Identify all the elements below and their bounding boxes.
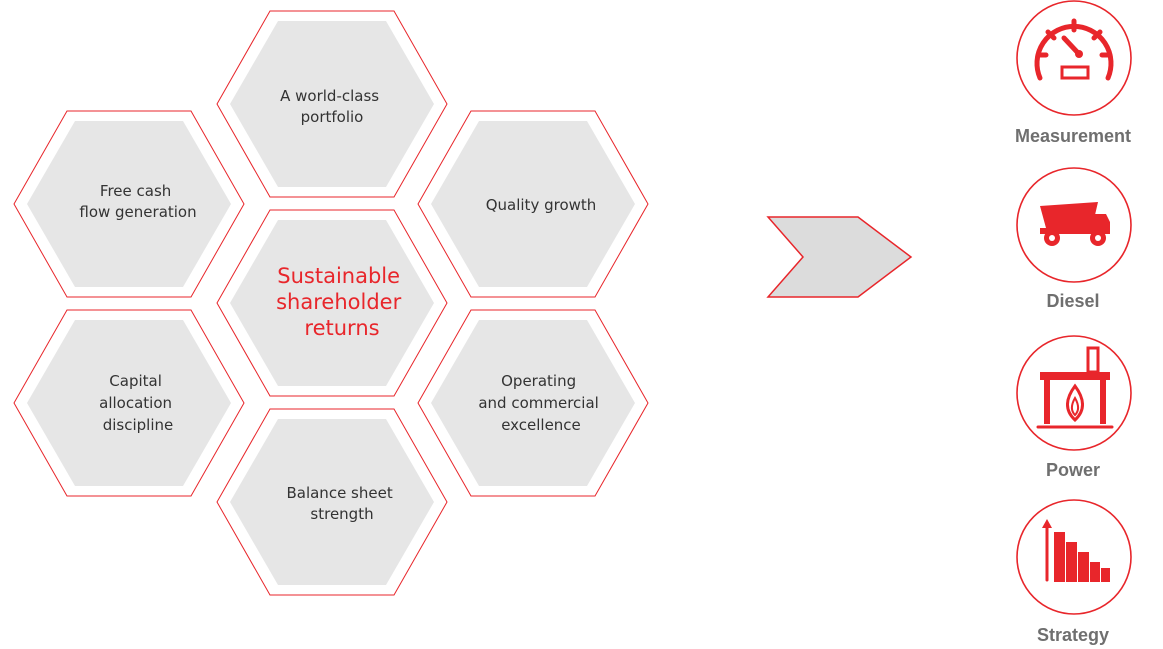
hex-free-cash-flow-line-1: Free cash bbox=[100, 182, 171, 200]
hex-quality-growth: Quality growth bbox=[417, 110, 649, 298]
svg-text:Balance sheet strength: Balance sheet strength bbox=[286, 484, 397, 523]
hex-free-cash-flow-line-2: flow generation bbox=[79, 203, 196, 221]
chevron-right-icon bbox=[766, 216, 913, 298]
hex-portfolio: A world-class portfolio bbox=[216, 10, 448, 198]
hex-operating-excellence-line-3: excellence bbox=[501, 416, 581, 434]
svg-text:A world-class portfolio: A world-class portfolio bbox=[280, 87, 384, 126]
icon-label-measurement: Measurement bbox=[1015, 126, 1131, 146]
icon-item-power: Power bbox=[1016, 335, 1132, 480]
svg-text:Free cash flow generatio: Free cash flow generation bbox=[79, 182, 196, 221]
hex-balance-sheet-line-1: Balance sheet bbox=[286, 484, 392, 502]
icon-label-diesel: Diesel bbox=[1046, 291, 1099, 311]
icon-item-measurement: Measurement bbox=[1015, 0, 1132, 146]
svg-text:Quality growth: Quality growth bbox=[486, 196, 597, 214]
icon-item-diesel: Diesel bbox=[1016, 167, 1132, 311]
hex-capital-allocation-line-1: Capital bbox=[109, 372, 162, 390]
hex-free-cash-flow: Free cash flow generation bbox=[13, 110, 245, 298]
icon-item-strategy: Strategy bbox=[1016, 499, 1132, 645]
hex-capital-allocation-line-2: allocation bbox=[99, 394, 172, 412]
center-title-line-1: Sustainable bbox=[277, 264, 400, 288]
hex-quality-growth-line-1: Quality growth bbox=[486, 196, 597, 214]
svg-text:Sustainable shareholder: Sustainable shareholder returns bbox=[276, 264, 408, 340]
hex-capital-allocation-line-3: discipline bbox=[103, 416, 174, 434]
hex-operating-excellence: Operating and commercial excellence bbox=[417, 309, 649, 497]
icon-label-strategy: Strategy bbox=[1037, 625, 1109, 645]
hex-balance-sheet: Balance sheet strength bbox=[216, 408, 448, 596]
hex-balance-sheet-line-2: strength bbox=[310, 505, 373, 523]
hex-operating-excellence-line-1: Operating bbox=[501, 372, 576, 390]
dump-truck-icon bbox=[1016, 167, 1132, 283]
furnace-icon bbox=[1016, 335, 1132, 451]
icon-label-power: Power bbox=[1046, 460, 1100, 480]
hex-portfolio-line-2: portfolio bbox=[301, 108, 364, 126]
hex-center: Sustainable shareholder returns bbox=[216, 209, 448, 397]
bar-chart-down-icon bbox=[1016, 499, 1132, 615]
svg-text:Operating and commercial: Operating and commercial excellence bbox=[478, 372, 603, 434]
center-title-line-2: shareholder bbox=[276, 290, 401, 314]
center-title-line-3: returns bbox=[304, 316, 379, 340]
hex-portfolio-line-1: A world-class bbox=[280, 87, 379, 105]
hex-capital-allocation: Capital allocation discipline bbox=[13, 309, 245, 497]
speedometer-icon bbox=[1016, 0, 1132, 116]
svg-text:Capital allocation: Capital allocation discipline bbox=[99, 372, 177, 434]
hex-operating-excellence-line-2: and commercial bbox=[478, 394, 598, 412]
